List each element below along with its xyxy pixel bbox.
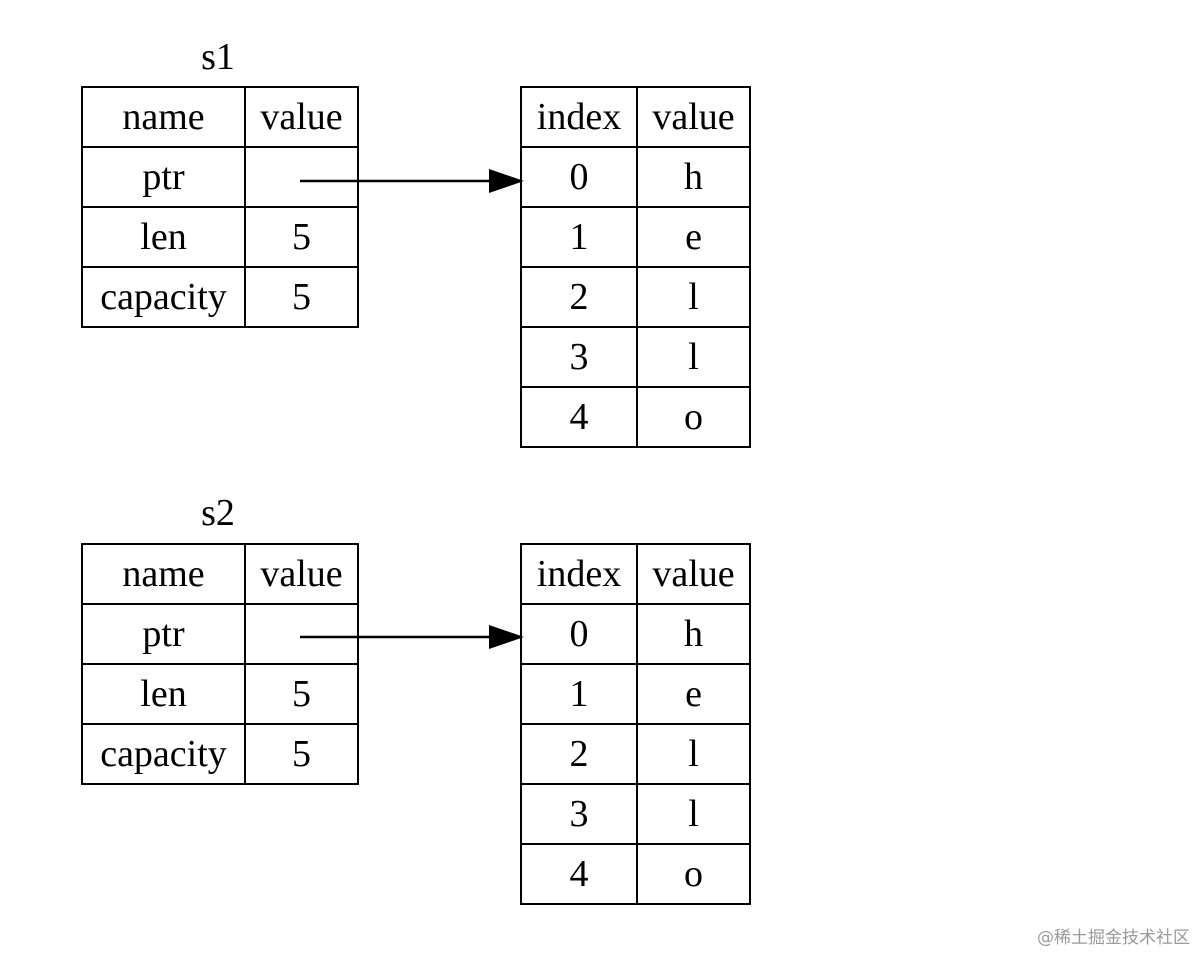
heap-value: l (636, 266, 751, 328)
column-header-name: name (81, 543, 246, 605)
heap-value: e (636, 663, 751, 725)
table-row: capacity 5 (81, 266, 359, 328)
table-row: 0 h (520, 146, 751, 208)
table-row: 2 l (520, 266, 751, 328)
heap-value: h (636, 603, 751, 665)
table-row: capacity 5 (81, 723, 359, 785)
heap-index: 2 (520, 266, 638, 328)
s2-label: s2 (201, 492, 235, 534)
heap-value: e (636, 206, 751, 268)
table-row: 1 e (520, 206, 751, 268)
heap-value: l (636, 783, 751, 845)
heap-value: l (636, 723, 751, 785)
table-header-row: index value (520, 86, 751, 148)
field-name-capacity: capacity (81, 266, 246, 328)
watermark: @稀土掘金技术社区 (1037, 928, 1190, 948)
heap-value: l (636, 326, 751, 388)
table-header-row: index value (520, 543, 751, 605)
field-name-len: len (81, 663, 246, 725)
heap-index: 3 (520, 326, 638, 388)
table-row: ptr (81, 146, 359, 208)
column-header-index: index (520, 86, 638, 148)
column-header-index: index (520, 543, 638, 605)
field-value-len: 5 (244, 663, 359, 725)
field-name-len: len (81, 206, 246, 268)
heap-value: o (636, 386, 751, 448)
table-row: 0 h (520, 603, 751, 665)
table-row: len 5 (81, 663, 359, 725)
s2-heap-table: index value 0 h 1 e 2 l 3 l 4 o (520, 543, 751, 905)
column-header-value: value (244, 86, 359, 148)
s1-struct-table: name value ptr len 5 capacity 5 (81, 86, 359, 328)
field-value-ptr (244, 146, 359, 208)
field-value-capacity: 5 (244, 723, 359, 785)
field-value-capacity: 5 (244, 266, 359, 328)
heap-index: 2 (520, 723, 638, 785)
table-row: 2 l (520, 723, 751, 785)
heap-index: 3 (520, 783, 638, 845)
heap-index: 4 (520, 843, 638, 905)
s1-ptr-arrow (300, 169, 524, 193)
s1-label: s1 (201, 36, 235, 78)
table-row: len 5 (81, 206, 359, 268)
table-row: 3 l (520, 326, 751, 388)
table-row: ptr (81, 603, 359, 665)
s2-struct-table: name value ptr len 5 capacity 5 (81, 543, 359, 785)
field-value-ptr (244, 603, 359, 665)
table-row: 1 e (520, 663, 751, 725)
column-header-value: value (244, 543, 359, 605)
heap-value: o (636, 843, 751, 905)
heap-index: 1 (520, 206, 638, 268)
table-row: 3 l (520, 783, 751, 845)
table-row: 4 o (520, 386, 751, 448)
field-name-ptr: ptr (81, 603, 246, 665)
heap-index: 4 (520, 386, 638, 448)
s2-ptr-arrow (300, 625, 524, 649)
field-name-ptr: ptr (81, 146, 246, 208)
column-header-value: value (636, 86, 751, 148)
table-header-row: name value (81, 86, 359, 148)
field-value-len: 5 (244, 206, 359, 268)
table-row: 4 o (520, 843, 751, 905)
s1-heap-table: index value 0 h 1 e 2 l 3 l 4 o (520, 86, 751, 448)
heap-index: 1 (520, 663, 638, 725)
table-header-row: name value (81, 543, 359, 605)
heap-index: 0 (520, 146, 638, 208)
column-header-name: name (81, 86, 246, 148)
field-name-capacity: capacity (81, 723, 246, 785)
heap-index: 0 (520, 603, 638, 665)
heap-value: h (636, 146, 751, 208)
column-header-value: value (636, 543, 751, 605)
